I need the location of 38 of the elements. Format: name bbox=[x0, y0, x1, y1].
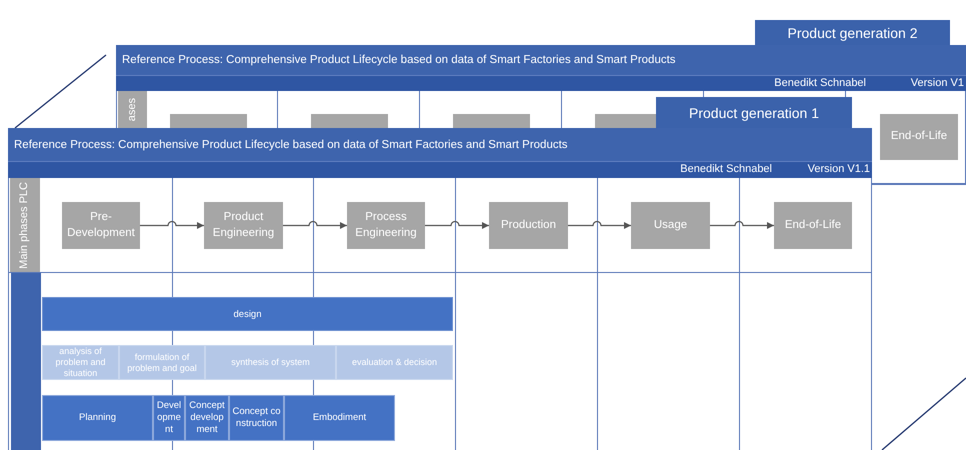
phase-box: Process Engineering bbox=[347, 202, 425, 249]
tab-label: Product generation 2 bbox=[755, 20, 950, 45]
arrow bbox=[710, 220, 774, 229]
phase-box: Pre-Development bbox=[62, 202, 140, 249]
lane-label: Main phases PLC bbox=[10, 178, 40, 272]
lane-label: ases bbox=[118, 91, 147, 128]
phase-box bbox=[170, 114, 247, 128]
tab-label: Product generation 1 bbox=[656, 97, 852, 128]
header-band bbox=[116, 45, 966, 91]
phase-box bbox=[453, 114, 530, 128]
phase-box bbox=[311, 114, 388, 128]
activity-box: Concept development bbox=[185, 395, 229, 441]
header-band bbox=[8, 128, 872, 178]
arrow bbox=[283, 220, 347, 229]
step-box: synthesis of system bbox=[205, 345, 336, 380]
header-title: Reference Process: Comprehensive Product Lifecycle based on data of Smart Factories and Smart Products bbox=[14, 138, 569, 152]
activity-box: Embodiment bbox=[284, 395, 395, 441]
phase-box: End-of-Life bbox=[774, 202, 852, 249]
step-box: evaluation & decision bbox=[336, 345, 453, 380]
arrow bbox=[140, 220, 204, 229]
phase-box: End-of-Life bbox=[880, 114, 958, 160]
phase-box: Production bbox=[489, 202, 568, 249]
phase-box: Usage bbox=[631, 202, 710, 249]
phase-box bbox=[595, 114, 656, 128]
activity-box: Planning bbox=[42, 395, 153, 441]
author-name: Benedikt Schnabel bbox=[680, 162, 772, 177]
phase-box: Product Engineering bbox=[204, 202, 283, 249]
version-label: Version V1 bbox=[910, 76, 964, 90]
step-box: analysis of problem and situation bbox=[42, 345, 119, 380]
step-box: formulation of problem and goal bbox=[119, 345, 205, 380]
arrow bbox=[568, 220, 631, 229]
activity-bar: design bbox=[42, 297, 453, 331]
header-title: Reference Process: Comprehensive Product Lifecycle based on data of Smart Factories and Smart Products bbox=[122, 53, 677, 68]
author-name: Benedikt Schnabel bbox=[774, 76, 866, 90]
arrow bbox=[425, 220, 489, 229]
activity-box: Concept construction bbox=[229, 395, 284, 441]
version-label: Version V1.1 bbox=[808, 162, 870, 177]
activity-box: Development bbox=[153, 395, 185, 441]
